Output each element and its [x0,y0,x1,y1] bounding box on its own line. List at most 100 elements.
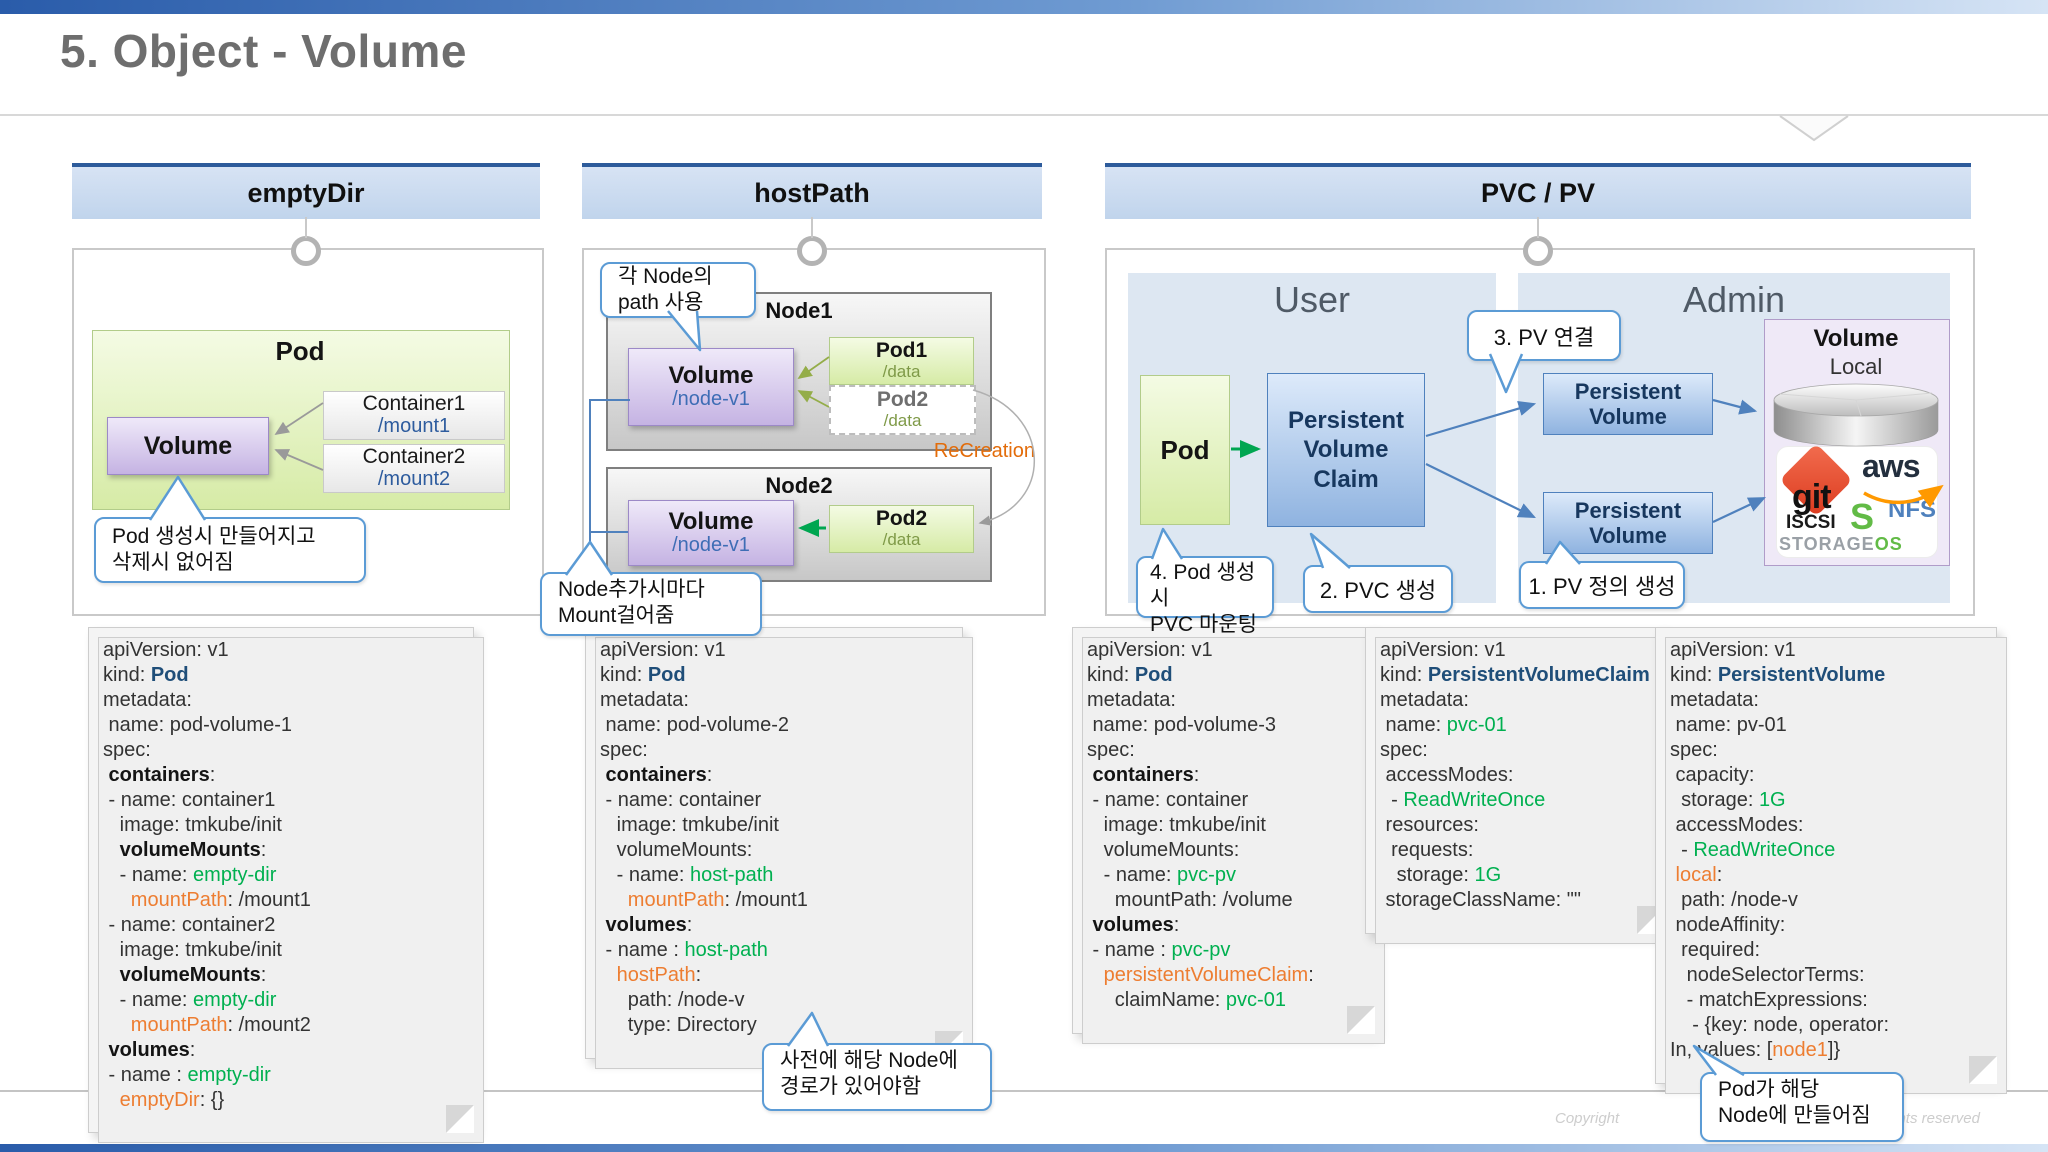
section-header-hostpath: hostPath [582,163,1042,219]
yaml-line: mountPath: /volume [1087,889,1293,911]
yaml-line: accessModes: [1670,814,1804,836]
volume-label: Volume [668,508,754,536]
yaml-line: image: tmkube/init [1087,814,1266,836]
divider-pointer-icon [1779,115,1849,142]
yaml-line: volumeMounts: [1087,839,1240,861]
git-logo-text: git [1792,478,1832,516]
pod1-path: /data [882,362,921,382]
yaml-line: image: tmkube/init [600,814,779,836]
user-label: User [1273,279,1350,320]
node1-volume-box: Volume /node-v1 [628,348,794,426]
container2-label: Container2 [362,445,466,469]
yaml-line: name: pod-volume-1 [103,714,292,736]
yaml-line: - ReadWriteOnce [1380,789,1546,811]
copyright-text: Copyright rights reserved [1555,1110,1980,1127]
yaml-line: capacity: [1670,764,1755,786]
yaml-line: apiVersion: v1 [600,639,726,661]
yaml-line: - name: container [1087,789,1249,811]
yaml-line: nodeSelectorTerms: [1670,964,1865,986]
bottom-accent-bar [0,1144,2048,1152]
yaml-line: spec: [103,739,151,761]
yaml-line: metadata: [103,689,192,711]
yaml-line: - name: host-path [600,864,774,886]
callout-pvc-create: 2. PVC 생성 [1303,565,1453,613]
volume-path: /node-v1 [672,388,750,411]
storageos-logo-text: STORAGEOS [1779,534,1903,555]
pod2-path: /data [882,530,921,550]
callout-pod-mount: 4. Pod 생성시 PVC 마운팅 [1136,556,1274,636]
yaml-line: volumeMounts: [103,964,267,986]
callout-line: PVC 마운팅 [1150,613,1257,636]
yaml-line: claimName: pvc-01 [1087,989,1286,1011]
node1-pod2-box: Pod2 /data [829,385,976,435]
callout-line: Node에 만들어짐 [1718,1104,1871,1127]
callout-line: 각 Node의 [618,265,713,288]
volume-path: /node-v1 [672,534,750,557]
yaml-line: kind: PersistentVolumeClaim [1380,664,1650,686]
yaml-line: volumes: [600,914,693,936]
connector-circle [291,236,321,266]
pvc-pod-box: Pod [1140,375,1230,525]
callout-line: 경로가 있어야함 [780,1075,922,1098]
section-header-emptydir: emptyDir [72,163,540,219]
yaml-line: metadata: [1380,689,1469,711]
yaml-line: - name: container [600,789,762,811]
storageos-icon: S [1850,496,1875,537]
yaml-line: spec: [1087,739,1135,761]
yaml-line: mountPath: /mount2 [103,1014,311,1036]
yaml-line: nodeAffinity: [1670,914,1786,936]
yaml-line: name: pod-volume-2 [600,714,789,736]
yaml-line: mountPath: /mount1 [600,889,808,911]
container1-mountpath: /mount1 [377,415,451,438]
header-stems [305,217,1539,238]
yaml-line: apiVersion: v1 [1670,639,1796,661]
yaml-line: - name : host-path [600,939,768,961]
callout-line: Pod 생성시 만들어지고 [112,525,316,548]
callout-line: Pod가 해당 [1718,1078,1820,1101]
node2-label: Node2 [765,473,833,498]
yaml-line: - name: container1 [103,789,276,811]
yaml-line: apiVersion: v1 [103,639,229,661]
emptydir-pod-label: Pod [275,336,325,366]
yaml-line: required: [1670,939,1761,961]
volume-types-local: Local [1829,354,1883,379]
callout-mount-per-node: Node추가시마다 Mount걸어줌 [540,572,762,636]
title-divider [0,114,2048,116]
top-accent-bar [0,0,2048,14]
pod1-label: Pod1 [875,339,928,363]
node1-label: Node1 [765,298,833,323]
yaml-line: path: /node-v [600,989,745,1011]
yaml-line: metadata: [1087,689,1176,711]
copyright-right: rights reserved [1880,1110,1980,1127]
yaml-line: storage: 1G [1380,864,1502,886]
callout-node-path: 각 Node의 path 사용 [600,262,756,318]
yaml-line: spec: [600,739,648,761]
yaml-line: mountPath: /mount1 [103,889,311,911]
yaml-line: - name : empty-dir [103,1064,271,1086]
footer-divider [0,1090,2048,1092]
node2-volume-box: Volume /node-v1 [628,500,794,566]
callout-line: Mount걸어줌 [558,604,675,627]
yaml-line: - name : pvc-pv [1087,939,1231,961]
page-title: 5. Object - Volume [60,25,467,77]
volume-types-title: Volume [1813,325,1899,352]
yaml-line: persistentVolumeClaim: [1087,964,1314,986]
yaml-line: resources: [1380,814,1479,836]
yaml-line: kind: Pod [1087,664,1173,686]
storageos-word: STORAGE [1779,534,1875,554]
pvc-box: Persistent Volume Claim [1267,373,1425,527]
admin-label: Admin [1682,279,1786,320]
yaml-line: - name: empty-dir [103,864,277,886]
yaml-line: containers: [103,764,216,786]
yaml-line: containers: [600,764,713,786]
yaml-line: image: tmkube/init [103,939,282,961]
yaml-line: accessModes: [1380,764,1514,786]
yaml-line: spec: [1380,739,1428,761]
container2-mountpath: /mount2 [377,468,451,491]
yaml-line: volumes: [1087,914,1180,936]
yaml-line: kind: Pod [600,664,686,686]
callout-emptydir-lifecycle: Pod 생성시 만들어지고 삭제시 없어짐 [94,517,366,583]
